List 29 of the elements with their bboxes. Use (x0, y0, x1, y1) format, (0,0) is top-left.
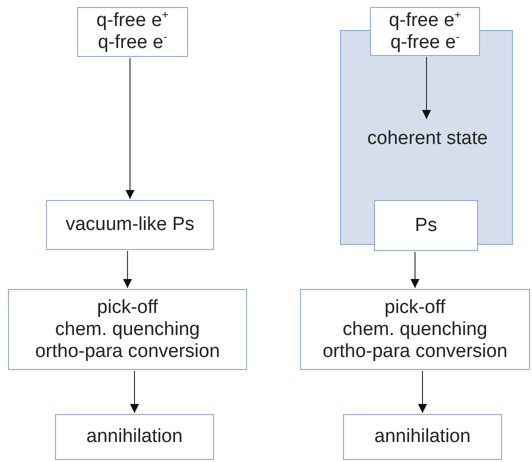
process-box (374, 200, 478, 251)
arrow (418, 370, 427, 414)
process-box (55, 414, 214, 460)
process-box (46, 200, 214, 250)
box-text: q-free e$^{+}$ (388, 10, 462, 32)
box-text: q-free e$^{+}$ (96, 10, 169, 32)
process-box (370, 7, 480, 56)
box-text: annihilation (86, 426, 183, 448)
box-text: Ps (414, 214, 438, 236)
arrow (123, 250, 132, 288)
box-text: ortho-para conversion (322, 340, 508, 362)
process-box (77, 7, 188, 57)
box-text: pick-off (384, 296, 446, 318)
arrow (422, 56, 431, 120)
arrow (126, 58, 134, 200)
arrow (130, 370, 139, 414)
box-text: annihilation (374, 426, 471, 448)
box-text: vacuum-like Ps (66, 214, 194, 236)
arrow (410, 252, 420, 288)
process-box (300, 289, 530, 370)
box-text: chem. quenching (55, 318, 200, 340)
process-box (343, 414, 502, 460)
box-text: ortho-para conversion (35, 340, 220, 362)
box-text: q-free e$^{-}$ (98, 32, 168, 54)
box-text: q-free e$^{-}$ (390, 32, 460, 54)
process-box (8, 289, 247, 370)
box-text: chem. quenching (342, 318, 488, 340)
box-text: pick-off (97, 296, 158, 318)
state-label: coherent state (367, 128, 488, 150)
